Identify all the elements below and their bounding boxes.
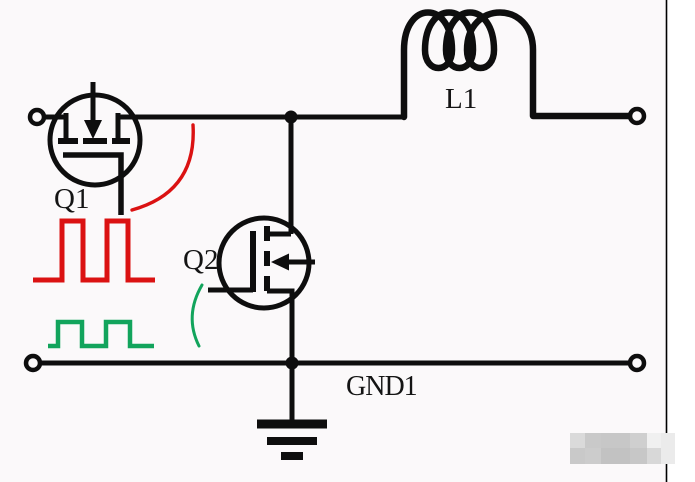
wires <box>23 9 647 460</box>
red-annotation-arc <box>130 123 195 212</box>
q1-label: Q1 <box>54 183 90 215</box>
watermark-cell <box>630 448 647 464</box>
watermark-cell <box>661 433 675 448</box>
q2-nmos-symbol <box>208 117 315 363</box>
ground-symbol <box>257 363 327 460</box>
watermark-cell <box>585 433 601 448</box>
watermark-cell <box>570 448 585 464</box>
q1-gate-lead <box>63 152 124 215</box>
watermark-cell <box>601 448 630 464</box>
green-annotation-arc <box>190 283 204 348</box>
q1-drive-waveform <box>33 218 155 283</box>
watermark-cell <box>570 433 585 448</box>
watermark-cell <box>647 433 661 448</box>
q1-pmos-symbol <box>47 82 143 215</box>
terminal-top-left <box>27 107 47 127</box>
terminal-bottom-right <box>627 353 647 373</box>
terminal-bottom-left <box>23 353 43 373</box>
q2-drive-waveform <box>48 319 154 349</box>
canvas-background <box>0 0 666 482</box>
watermark-cell <box>601 433 630 448</box>
watermark-cell <box>661 448 675 464</box>
q2-arrow-icon <box>271 253 289 271</box>
l1-label: L1 <box>445 83 478 115</box>
q2-label: Q2 <box>183 244 219 276</box>
watermark-cell <box>647 448 661 464</box>
gnd1-label: GND1 <box>346 371 418 402</box>
q2-source-lead <box>267 288 295 363</box>
watermark-cell <box>630 433 647 448</box>
q1-arrow-icon <box>84 120 102 139</box>
l1-inductor-coil <box>400 9 634 121</box>
watermark-cell <box>585 448 601 464</box>
watermark-mosaic <box>570 433 675 464</box>
terminal-top-right <box>627 106 647 126</box>
